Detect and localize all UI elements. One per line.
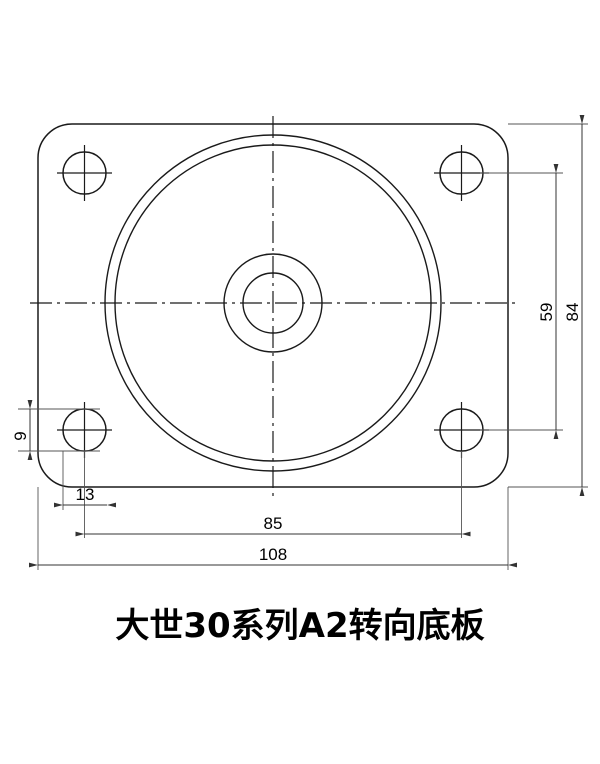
- dimension-label-hole-offset-vertical: 9: [11, 431, 30, 440]
- dimension-label-bolt-spacing-vertical: 59: [537, 303, 556, 322]
- main-centerlines: [30, 116, 516, 496]
- bolt-hole-bottom-left: [57, 402, 112, 458]
- extension-lines: [18, 123, 588, 570]
- dimension-label-overall-width: 108: [259, 545, 287, 564]
- dimension-label-bolt-spacing-horizontal: 85: [264, 514, 283, 533]
- drawing-caption: 大世30系列A2转向底板: [115, 606, 485, 646]
- bolt-hole-top-left: [57, 145, 112, 201]
- dimension-lines: [27, 115, 585, 568]
- dimension-label-hole-offset-horizontal: 13: [76, 485, 95, 504]
- dimension-label-overall-height: 84: [563, 303, 582, 322]
